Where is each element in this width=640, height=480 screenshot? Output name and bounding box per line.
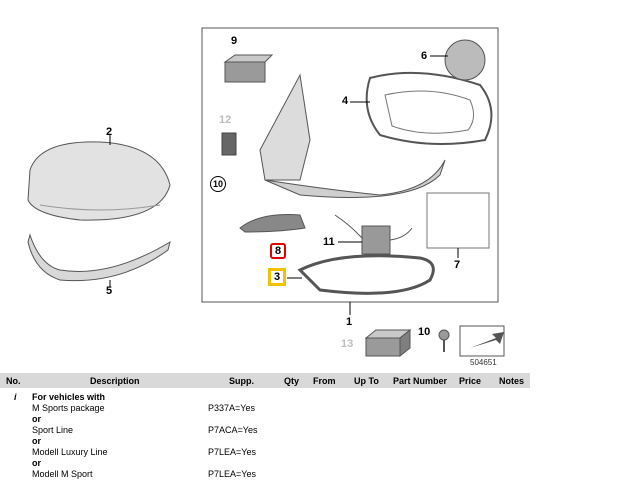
line-desc: Modell M Sport [32, 469, 93, 479]
line-desc: M Sports package [32, 403, 105, 413]
mirror-glass-base [259, 73, 311, 181]
line-desc: Sport Line [32, 425, 74, 435]
mirror-cap-edge [39, 204, 161, 211]
col-price: Price [459, 375, 482, 386]
trim-ring [297, 254, 435, 295]
mirror-frame [365, 71, 493, 145]
info-marker[interactable]: i [14, 392, 17, 402]
col-description: Description [90, 375, 140, 386]
callout-8[interactable]: 8 [270, 243, 287, 259]
col-from: From [313, 375, 336, 386]
col-notes: Notes [499, 375, 525, 386]
adjust-motor [444, 39, 486, 81]
mirror-cap [27, 141, 171, 221]
callout-10-screw[interactable]: 10 [418, 326, 431, 338]
callout-4[interactable]: 4 [342, 95, 349, 107]
diagram-artwork [27, 27, 505, 358]
line-supp: P7LEA=Yes [208, 469, 256, 479]
col-qty: Qty [284, 375, 300, 386]
reference-number: 504651 [470, 358, 497, 367]
callout-9[interactable]: 9 [231, 35, 238, 47]
line-desc: Modell Luxury Line [32, 447, 108, 457]
callout-11[interactable]: 11 [323, 236, 335, 248]
col-upto: Up To [354, 375, 379, 386]
col-supp: Supp. [229, 375, 254, 386]
line-supp: P7ACA=Yes [208, 425, 258, 435]
parts-diagram: 1 2 3 4 5 6 7 8 9 10 11 12 13 10 504651 [27, 27, 505, 367]
trim-strip [239, 214, 306, 233]
callout-12[interactable]: 12 [219, 114, 232, 126]
reference-arrow-box [459, 325, 505, 357]
turn-signal [27, 233, 171, 282]
col-no: No. [6, 375, 21, 386]
part-7-box [426, 192, 490, 249]
callout-3[interactable]: 3 [268, 268, 287, 286]
callout-13[interactable]: 13 [341, 338, 354, 350]
line-desc: For vehicles with [32, 392, 106, 402]
callout-2[interactable]: 2 [106, 126, 113, 138]
callout-10[interactable]: 10 [210, 176, 226, 192]
line-supp: P7LEA=Yes [208, 447, 256, 457]
part-13-box [365, 337, 401, 357]
screw [438, 329, 450, 341]
part-12-bracket [221, 132, 237, 156]
line-desc: or [32, 436, 41, 446]
callout-1[interactable]: 1 [346, 316, 353, 328]
table-header: No. Description Supp. Qty From Up To Par… [0, 373, 530, 388]
callout-7[interactable]: 7 [454, 259, 461, 271]
col-part-number: Part Number [393, 375, 448, 386]
parts-table: No. Description Supp. Qty From Up To Par… [0, 373, 530, 479]
wiring-harness [361, 225, 391, 255]
callout-6[interactable]: 6 [421, 50, 428, 62]
callout-5[interactable]: 5 [106, 285, 113, 297]
line-supp: P337A=Yes [208, 403, 255, 413]
line-desc: or [32, 414, 41, 424]
part-9-box [224, 61, 266, 83]
line-desc: or [32, 458, 41, 468]
